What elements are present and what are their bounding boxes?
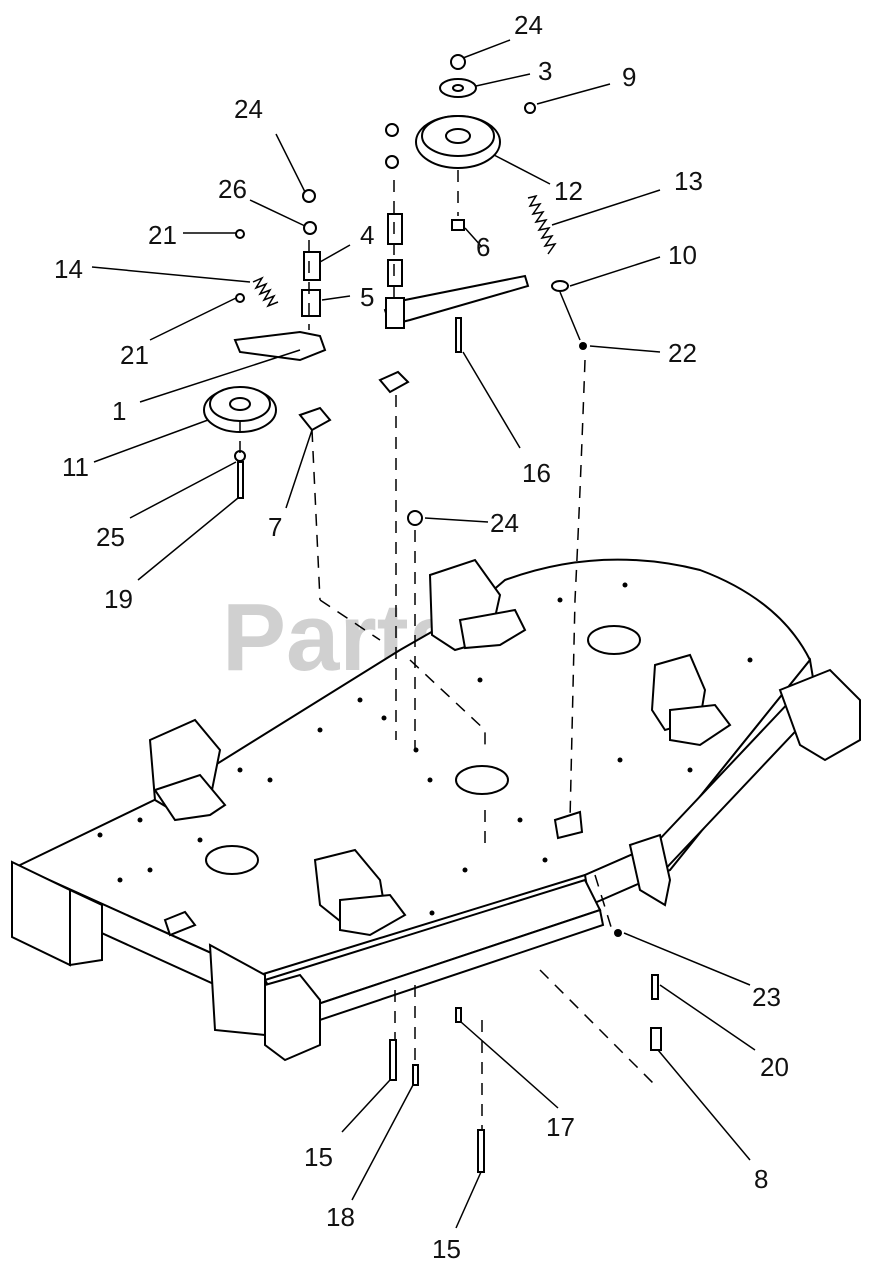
eyebolt-10: [559, 291, 581, 341]
callout-16: 16: [522, 458, 551, 488]
callout-18: 18: [326, 1202, 355, 1232]
nut-24-left: [302, 189, 316, 203]
washer-3: [439, 78, 477, 98]
callout-7: 7: [268, 512, 282, 542]
bolt-18: [412, 1064, 419, 1086]
callout-24-mid: 24: [490, 508, 519, 538]
callout-6: 6: [476, 232, 490, 262]
callout-14: 14: [54, 254, 83, 284]
callout-11: 11: [62, 452, 89, 482]
bolt-19: [237, 461, 244, 499]
callout-15-bottom: 15: [432, 1234, 461, 1264]
bolt-15-left: [389, 1039, 397, 1081]
callout-5: 5: [360, 282, 374, 312]
bolt-17: [455, 1007, 462, 1023]
nut-24-top: [450, 54, 466, 70]
callout-25: 25: [96, 522, 125, 552]
callout-4: 4: [360, 220, 374, 250]
mower-deck: [11, 558, 861, 1062]
nut-24-mid: [407, 510, 423, 526]
leader-lines: [91, 39, 756, 1229]
callout-21-bottom: 21: [120, 340, 149, 370]
spring-13: [527, 194, 557, 255]
plate-7: [298, 406, 332, 432]
callout-21-top: 21: [148, 220, 177, 250]
callout-9: 9: [622, 62, 636, 92]
callout-23: 23: [752, 982, 781, 1012]
spacer-mid: [387, 259, 403, 287]
idler-pulley-11: [203, 386, 277, 433]
bushing-right: [385, 297, 405, 329]
idler-arm-1: [233, 330, 327, 362]
callout-17: 17: [546, 1112, 575, 1142]
callout-3: 3: [538, 56, 552, 86]
callout-24-left: 24: [234, 94, 263, 124]
spacer-8: [650, 1027, 662, 1051]
callout-10: 10: [668, 240, 697, 270]
spring-14: [252, 276, 279, 308]
bolt-15-bottom: [477, 1129, 485, 1173]
callout-12: 12: [554, 176, 583, 206]
callout-labels: 24 3 9 24 12 13 26 21 4 6 10 14 5 21 22 …: [54, 10, 789, 1264]
plate-right: [378, 370, 410, 394]
pulley-12: [415, 115, 501, 169]
callout-15-left: 15: [304, 1142, 333, 1172]
nut-22: [579, 342, 587, 350]
bolt-9: [524, 102, 536, 114]
bolt-16: [455, 317, 462, 353]
callout-22: 22: [668, 338, 697, 368]
callout-8: 8: [754, 1164, 768, 1194]
bushing-5: [301, 289, 321, 317]
spacer-4: [303, 251, 321, 281]
washer-26: [303, 221, 317, 235]
bushing-6: [451, 219, 465, 231]
callout-20: 20: [760, 1052, 789, 1082]
callout-13: 13: [674, 166, 703, 196]
nut-23: [614, 929, 622, 937]
spacer-upper: [387, 213, 403, 245]
pin-20: [651, 974, 659, 1000]
callout-24-top: 24: [514, 10, 543, 40]
callout-19: 19: [104, 584, 133, 614]
callout-1: 1: [112, 396, 126, 426]
callout-26: 26: [218, 174, 247, 204]
